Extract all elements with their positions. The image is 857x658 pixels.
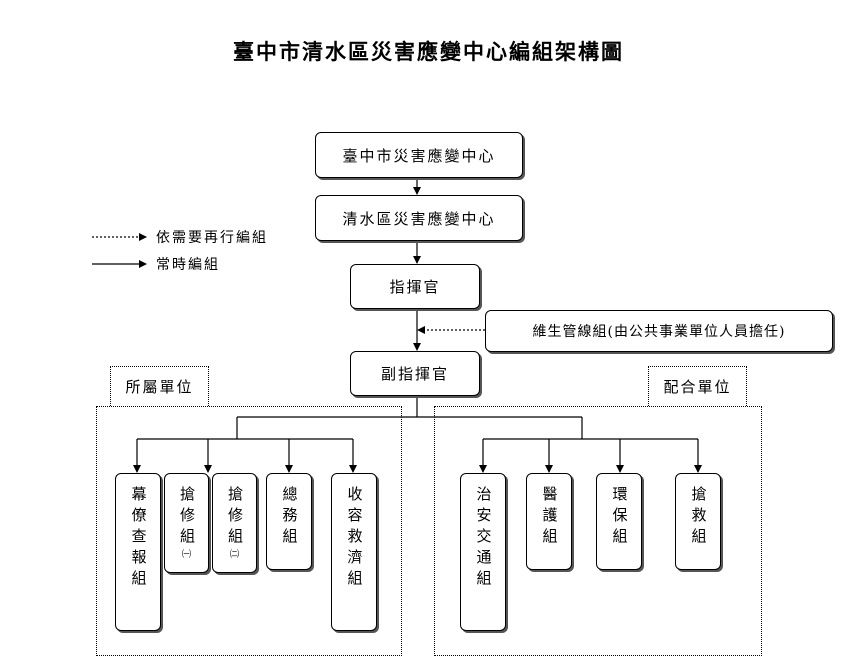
- city-center-box: 臺中市災害應變中心: [315, 132, 523, 178]
- commander-box: 指揮官: [350, 264, 480, 309]
- chart-title: 臺中市清水區災害應變中心編組架構圖: [233, 39, 624, 64]
- group-label: 搶修組: [178, 486, 196, 549]
- group-label: 搶救組: [689, 486, 708, 549]
- district-center-box: 清水區災害應變中心: [315, 195, 523, 241]
- group-label: 搶修組: [226, 486, 244, 549]
- group-box-staff-report: 幕僚查報組: [115, 473, 161, 631]
- group-box-environmental: 環保組: [596, 473, 642, 570]
- group-box-rescue: 搶救組: [675, 473, 721, 570]
- cooperating-region-text: 配合單位: [663, 378, 732, 396]
- group-sublabel: ㈡: [229, 550, 239, 560]
- group-sublabel: ㈠: [181, 550, 191, 560]
- group-box-general-affairs: 總務組: [266, 473, 312, 570]
- group-label: 幕僚查報組: [129, 486, 148, 591]
- lifeline-group-box: 維生管線組(由公共事業單位人員擔任): [485, 310, 833, 352]
- commander-label: 指揮官: [389, 278, 441, 296]
- group-box-public-safety-traffic: 治安交通組: [460, 473, 506, 631]
- group-label: 治安交通組: [474, 486, 493, 591]
- district-center-label: 清水區災害應變中心: [342, 209, 496, 228]
- cooperating-region-label: 配合單位: [648, 366, 747, 406]
- deputy-commander-box: 副指揮官: [350, 351, 480, 396]
- legend-solid-label: 常時編組: [156, 257, 220, 273]
- group-box-repair-1: 搶修組 ㈠: [164, 473, 209, 573]
- city-center-label: 臺中市災害應變中心: [342, 146, 496, 165]
- group-label: 收容救濟組: [345, 486, 364, 591]
- group-box-medical: 醫護組: [526, 473, 572, 570]
- legend-dashed-label: 依需要再行編組: [156, 230, 268, 246]
- group-box-shelter-relief: 收容救濟組: [331, 473, 377, 631]
- affiliated-region-label: 所屬單位: [110, 366, 209, 406]
- group-label: 總務組: [280, 486, 299, 549]
- deputy-commander-label: 副指揮官: [380, 365, 449, 383]
- group-label: 醫護組: [540, 486, 559, 549]
- lifeline-group-label: 維生管線組(由公共事業單位人員擔任): [532, 324, 786, 340]
- affiliated-region-text: 所屬單位: [125, 378, 194, 396]
- group-label: 環保組: [610, 486, 629, 549]
- group-box-repair-2: 搶修組 ㈡: [212, 473, 257, 573]
- affiliated-region: [96, 406, 402, 656]
- cooperating-region: [434, 406, 762, 656]
